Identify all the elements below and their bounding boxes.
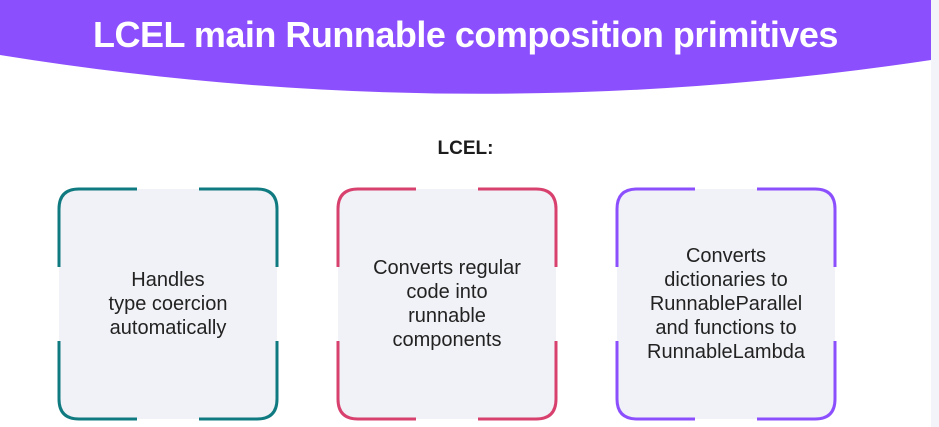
page-title: LCEL main Runnable composition primitive… [93,14,838,55]
corner-bracket-top-right [199,187,279,267]
side-strip [931,0,939,427]
corner-bracket-bottom-left [336,341,416,421]
card-text: Converts regular code into runnable comp… [373,257,521,351]
card-runnable-components: Converts regular code into runnable comp… [336,187,558,421]
card-frame [57,187,279,421]
card-background [617,189,835,419]
card-background [59,189,277,419]
corner-bracket-top-right [757,187,837,267]
corner-bracket-top-left [57,187,137,267]
card-frame [615,187,837,421]
card-text: Converts dictionaries to RunnableParalle… [647,245,805,363]
corner-bracket-bottom-right [199,341,279,421]
corner-bracket-bottom-right [757,341,837,421]
section-label: LCEL: [437,138,494,159]
corner-bracket-bottom-left [615,341,695,421]
corner-bracket-top-right [478,187,558,267]
card-frame [336,187,558,421]
card-type-coercion: Handles type coercion automatically [57,187,279,421]
header-background [0,0,931,94]
card-text: Handles type coercion automatically [108,269,228,339]
corner-bracket-top-left [615,187,695,267]
card-runnable-parallel-lambda: Converts dictionaries to RunnableParalle… [615,187,837,421]
card-background [338,189,556,419]
header-banner: LCEL main Runnable composition primitive… [0,0,931,95]
corner-bracket-bottom-right [478,341,558,421]
corner-bracket-bottom-left [57,341,137,421]
corner-bracket-top-left [336,187,416,267]
